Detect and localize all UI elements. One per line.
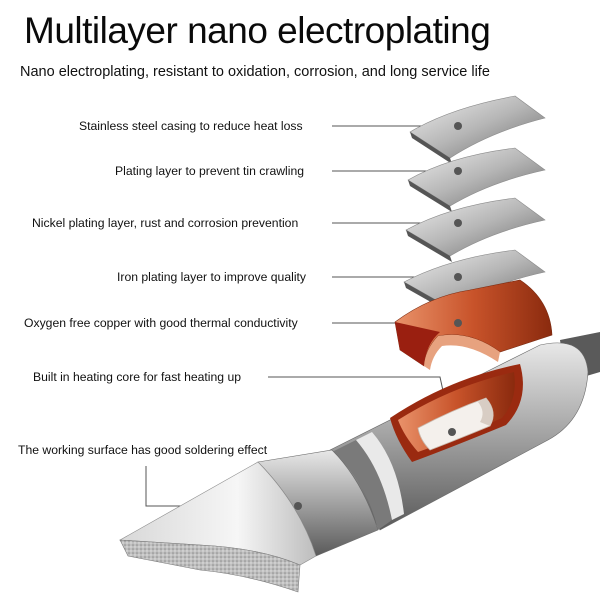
layer-pointer-dots	[454, 122, 462, 327]
page-subtitle: Nano electroplating, resistant to oxidat…	[20, 64, 490, 80]
copper-layer	[394, 279, 553, 370]
page-title: Multilayer nano electroplating	[24, 10, 491, 51]
callout-plating-layer: Plating layer to prevent tin crawling	[115, 164, 305, 178]
callout-oxygen-free-copper: Oxygen free copper with good thermal con…	[24, 316, 298, 330]
callout-heating-core: Built in heating core for fast heating u…	[33, 370, 241, 384]
layer-shells	[403, 95, 546, 314]
tip-body	[118, 332, 600, 593]
callout-iron-plating-layer: Iron plating layer to improve quality	[117, 270, 307, 284]
callout-stainless-steel-casing: Stainless steel casing to reduce heat lo…	[79, 119, 303, 133]
callout-working-surface: The working surface has good soldering e…	[18, 443, 268, 457]
heating-core-pointer-dot	[448, 428, 456, 436]
callout-nickel-plating-layer: Nickel plating layer, rust and corrosion…	[32, 216, 299, 230]
working-surface-pointer-dot	[294, 502, 302, 510]
